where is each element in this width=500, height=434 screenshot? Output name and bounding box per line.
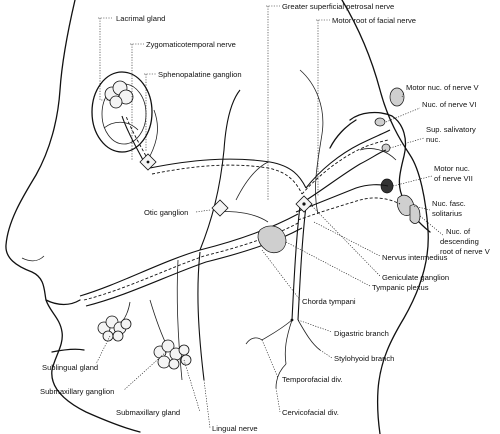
brainstem: [329, 87, 431, 233]
nuc-vi-shape: [374, 117, 386, 127]
label-nuc-fasc-line1: Nuc. fasc.: [432, 199, 466, 208]
submaxillary-gland-shape: [153, 339, 192, 370]
label-nervus-intermedius: Nervus intermedius: [382, 253, 448, 262]
label-sublingual-gland: Sublingual gland: [42, 363, 98, 372]
label-greater-superficial-petrosal-nerve: Greater superficial petrosal nerve: [282, 2, 394, 11]
nuc-descending-root-shape: [409, 204, 421, 224]
label-sup-salivatory-line1: Sup. salivatory: [426, 125, 476, 134]
label-motor-root-of-facial-nerve: Motor root of facial nerve: [332, 16, 416, 25]
label-nuc-fasc-line2: solitarius: [432, 209, 462, 218]
label-nuc-nerve-vi: Nuc. of nerve VI: [422, 100, 476, 109]
leader-lines: [95, 5, 445, 429]
label-nuc-desc-line3: root of nerve V: [440, 247, 491, 256]
labels: Lacrimal gland Zygomaticotemporal nerve …: [40, 2, 491, 433]
label-sphenopalatine-ganglion: Sphenopalatine ganglion: [158, 70, 242, 79]
label-temporofacial-div: Temporofacial div.: [282, 375, 343, 384]
label-zygomaticotemporal-nerve: Zygomaticotemporal nerve: [146, 40, 236, 49]
label-motor-nuc-vii-line1: Motor nuc.: [434, 164, 470, 173]
label-digastric-branch: Digastric branch: [334, 329, 389, 338]
sublingual-gland-shape: [97, 315, 132, 342]
label-lacrimal-gland: Lacrimal gland: [116, 14, 165, 23]
label-submaxillary-gland: Submaxillary gland: [116, 408, 180, 417]
label-stylohyoid-branch: Stylohyoid branch: [334, 354, 394, 363]
label-submaxillary-ganglion: Submaxillary ganglion: [40, 387, 114, 396]
label-tympanic-plexus: Tympanic plexus: [372, 283, 429, 292]
label-nuc-desc-line1: Nuc. of: [446, 227, 471, 236]
tympanic-plexus-shape: [257, 225, 287, 254]
motor-nuc-v-shape: [389, 87, 405, 107]
label-cervicofacial-div: Cervicofacial div.: [282, 408, 339, 417]
otic-ganglion-shape: [211, 199, 229, 217]
orbit-and-eye: [91, 71, 153, 153]
label-geniculate-ganglion: Geniculate ganglion: [382, 273, 449, 282]
lacrimal-gland-shape: [104, 80, 134, 109]
nerve-pathways: [79, 89, 401, 389]
label-chorda-tympani: Chorda tympani: [302, 297, 356, 306]
label-motor-nuc-nerve-v: Motor nuc. of nerve V: [406, 83, 480, 92]
label-lingual-nerve: Lingual nerve: [212, 424, 258, 433]
label-motor-nuc-vii-line2: of nerve VII: [434, 174, 473, 183]
label-sup-salivatory-line2: nuc.: [426, 135, 440, 144]
label-otic-ganglion: Otic ganglion: [144, 208, 188, 217]
label-nuc-desc-line2: descending: [440, 237, 479, 246]
